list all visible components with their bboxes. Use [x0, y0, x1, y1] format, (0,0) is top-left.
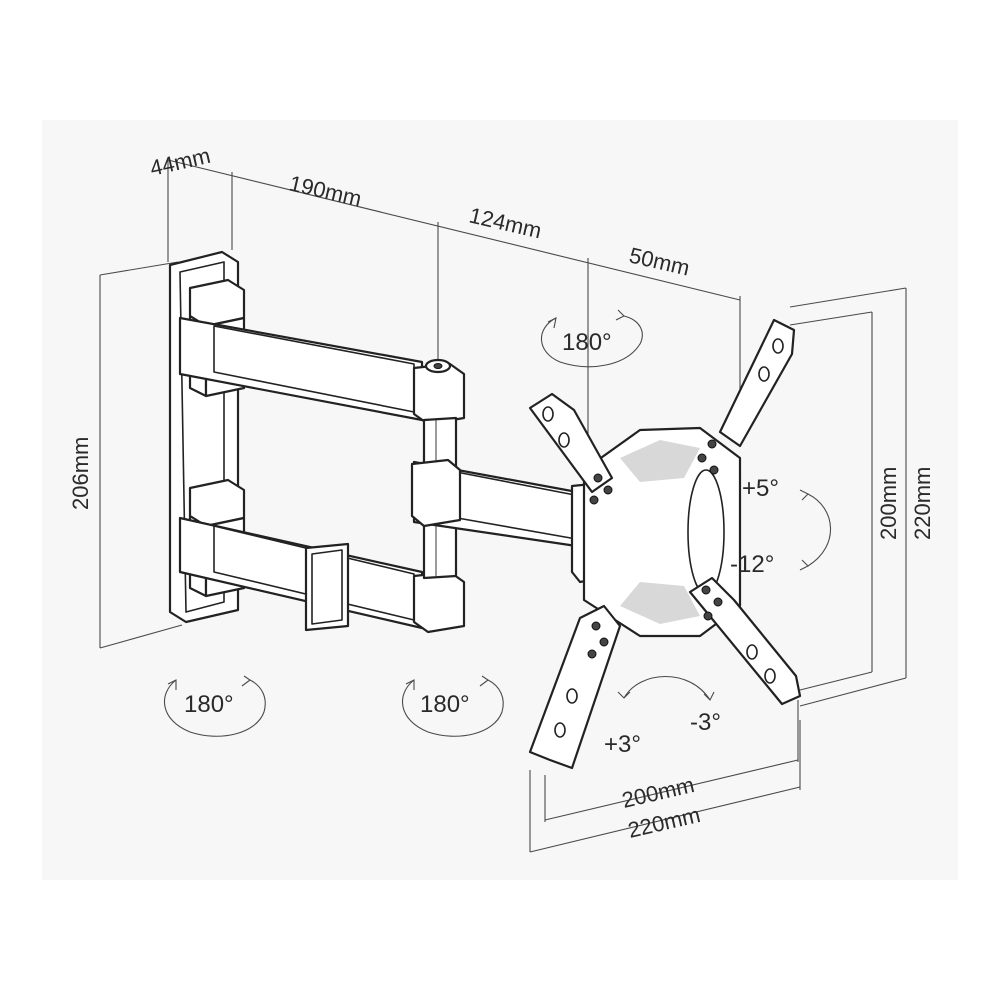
vesa-bracket [528, 318, 802, 770]
rotation-label-level-minus: -3° [690, 709, 721, 736]
dim-label-200mm-vertical: 200mm [876, 467, 901, 540]
dim-label-206mm: 206mm [68, 437, 93, 510]
second-arm [410, 458, 602, 584]
rotation-label-tilt-down: -12° [730, 551, 774, 578]
rotation-label-level-plus: +3° [604, 731, 641, 758]
rotation-label-middle-180: 180° [420, 691, 470, 718]
rotation-label-wall-180: 180° [184, 691, 234, 718]
rotation-arrows [163, 309, 831, 737]
rotation-label-top-180: 180° [562, 329, 612, 356]
rotation-label-tilt-up: +5° [742, 475, 779, 502]
dimension-lines [99, 159, 907, 853]
dim-label-220mm-vertical: 220mm [910, 467, 935, 540]
first-arm-lower [178, 516, 466, 634]
first-arm-upper [178, 316, 466, 426]
rotation-labels: 180° 180° 180° +5° -12° +3° -3° [184, 329, 779, 758]
